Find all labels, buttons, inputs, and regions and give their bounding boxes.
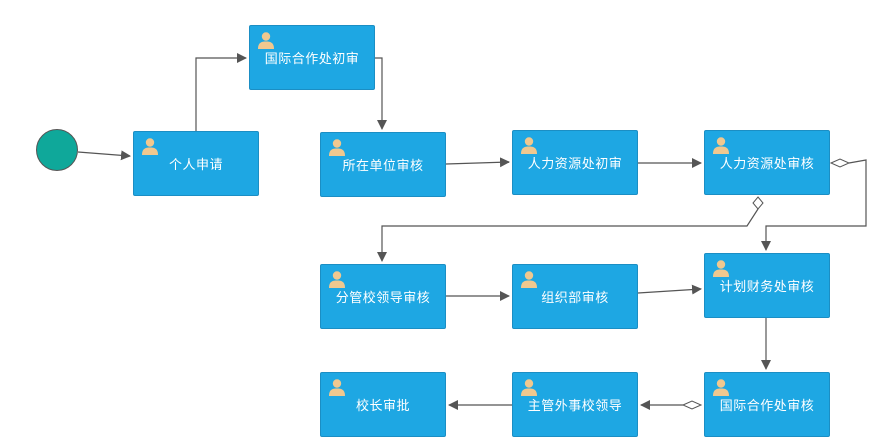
task-node[interactable]: 个人申请: [133, 131, 259, 196]
user-icon: [521, 379, 537, 396]
task-label: 个人申请: [168, 158, 223, 173]
task-node[interactable]: 分管校领导审核: [320, 264, 446, 329]
task-label: 国际合作处审核: [719, 399, 815, 414]
task-label: 人力资源处审核: [719, 157, 815, 172]
edge-n1-to-n2[interactable]: [195, 53, 247, 131]
user-icon: [521, 137, 537, 154]
task-label: 校长审批: [355, 399, 410, 414]
edge-condition-diamond: [752, 196, 764, 210]
edge-n7-to-n8[interactable]: [637, 284, 702, 295]
edge-start-to-n1[interactable]: [77, 150, 131, 161]
task-label: 分管校领导审核: [335, 291, 431, 306]
user-icon: [329, 139, 345, 156]
edge-condition-diamond: [829, 158, 851, 168]
user-icon: [521, 271, 537, 288]
task-label: 主管外事校领导: [527, 399, 623, 414]
user-icon: [258, 32, 274, 49]
user-icon: [142, 138, 158, 155]
edge-n5-to-n6[interactable]: [377, 208, 759, 262]
user-icon: [329, 379, 345, 396]
task-node[interactable]: 主管外事校领导: [512, 372, 638, 437]
task-node[interactable]: 人力资源处初审: [512, 130, 638, 195]
task-node[interactable]: 国际合作处审核: [704, 372, 830, 437]
start-event[interactable]: [36, 129, 78, 171]
task-node[interactable]: 国际合作处初审: [249, 25, 375, 90]
task-node[interactable]: 计划财务处审核: [704, 253, 830, 318]
task-node[interactable]: 所在单位审核: [320, 132, 446, 197]
task-label: 所在单位审核: [342, 159, 424, 174]
user-icon: [329, 271, 345, 288]
task-label: 人力资源处初审: [527, 157, 623, 172]
task-node[interactable]: 组织部审核: [512, 264, 638, 329]
edge-n3-to-n4[interactable]: [445, 157, 510, 168]
user-icon: [713, 379, 729, 396]
task-node[interactable]: 校长审批: [320, 372, 446, 437]
user-icon: [713, 137, 729, 154]
edge-n2-to-n3[interactable]: [375, 57, 387, 130]
task-label: 组织部审核: [541, 291, 609, 306]
edge-condition-diamond: [681, 400, 703, 410]
task-node[interactable]: 人力资源处审核: [704, 130, 830, 195]
task-label: 国际合作处初审: [264, 52, 360, 67]
task-label: 计划财务处审核: [719, 280, 815, 295]
user-icon: [713, 260, 729, 277]
